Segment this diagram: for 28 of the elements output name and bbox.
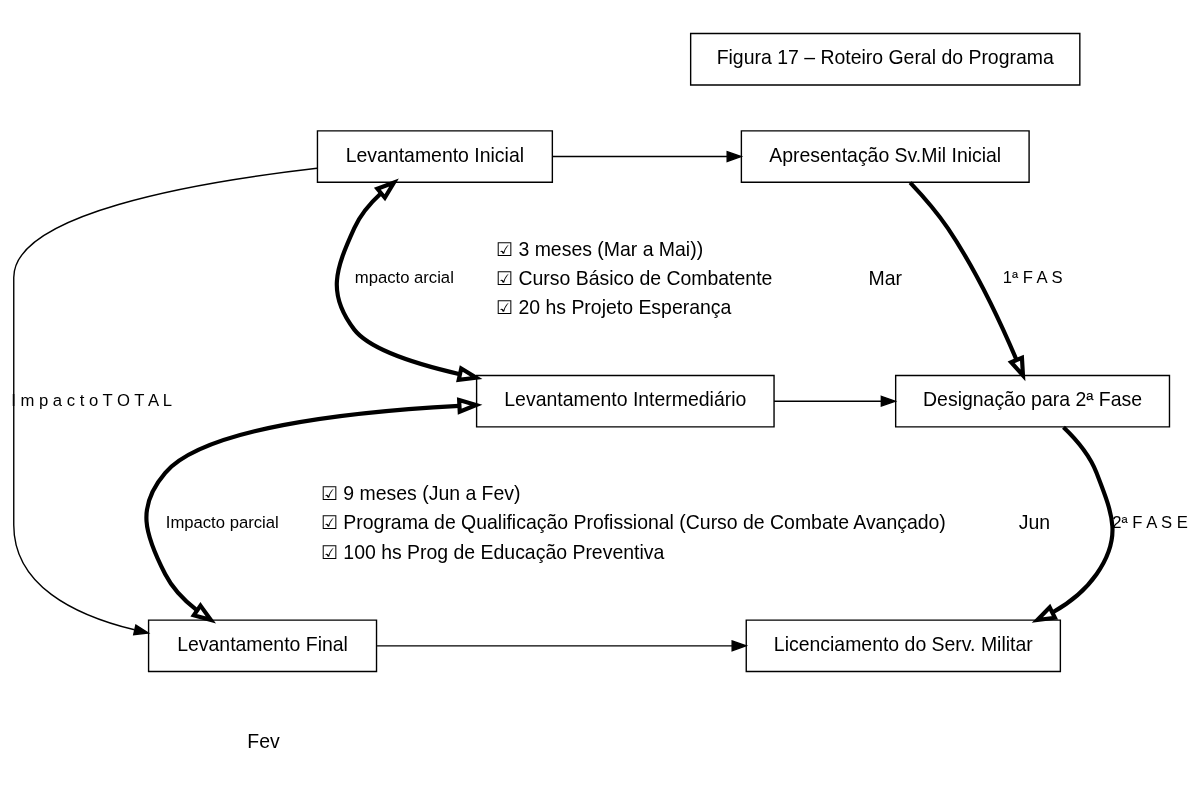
- node-box: Levantamento Intermediário: [475, 374, 775, 428]
- label: ☑ Programa de Qualificação Profissional (Curso de Combate Avançado): [320, 510, 946, 533]
- arrow: [334, 178, 483, 382]
- edge-label: Impacto parcial: [165, 512, 279, 532]
- label: Jun: [1018, 510, 1051, 533]
- label: Fev: [247, 729, 280, 752]
- arrow: [773, 394, 898, 407]
- arrow: [552, 150, 744, 162]
- label: ☑ 9 meses (Jun a Fev): [320, 481, 521, 504]
- node-box: Levantamento Final: [147, 618, 378, 672]
- label: ☑ Curso Básico de Combatente: [496, 266, 773, 289]
- arrow: [13, 167, 318, 635]
- node-box: Apresentação Sv.Mil Inicial: [740, 129, 1030, 183]
- arrow: [908, 180, 1026, 381]
- label: ☑ 100 hs Prog de Educação Preventiva: [320, 540, 665, 563]
- node-box: Designação para 2ª Fase: [894, 374, 1171, 428]
- node-box: Levantamento Inicial: [316, 129, 554, 183]
- arrow: [376, 639, 749, 652]
- label: ☑ 3 meses (Mar a Mai)): [496, 237, 704, 260]
- edge-label: mpacto arcial: [354, 267, 454, 287]
- label: Mar: [868, 266, 903, 289]
- arrow: [144, 396, 483, 624]
- arrow: [1031, 425, 1115, 623]
- edge-label: 1ª F A S: [1002, 267, 1063, 287]
- node-box: Figura 17 – Roteiro Geral do Programa: [689, 32, 1081, 86]
- label: ☑ 20 hs Projeto Esperança: [496, 295, 732, 318]
- node-box: Licenciamento do Serv. Militar: [745, 618, 1062, 672]
- edge-label: 2ª F A S E: [1112, 512, 1188, 532]
